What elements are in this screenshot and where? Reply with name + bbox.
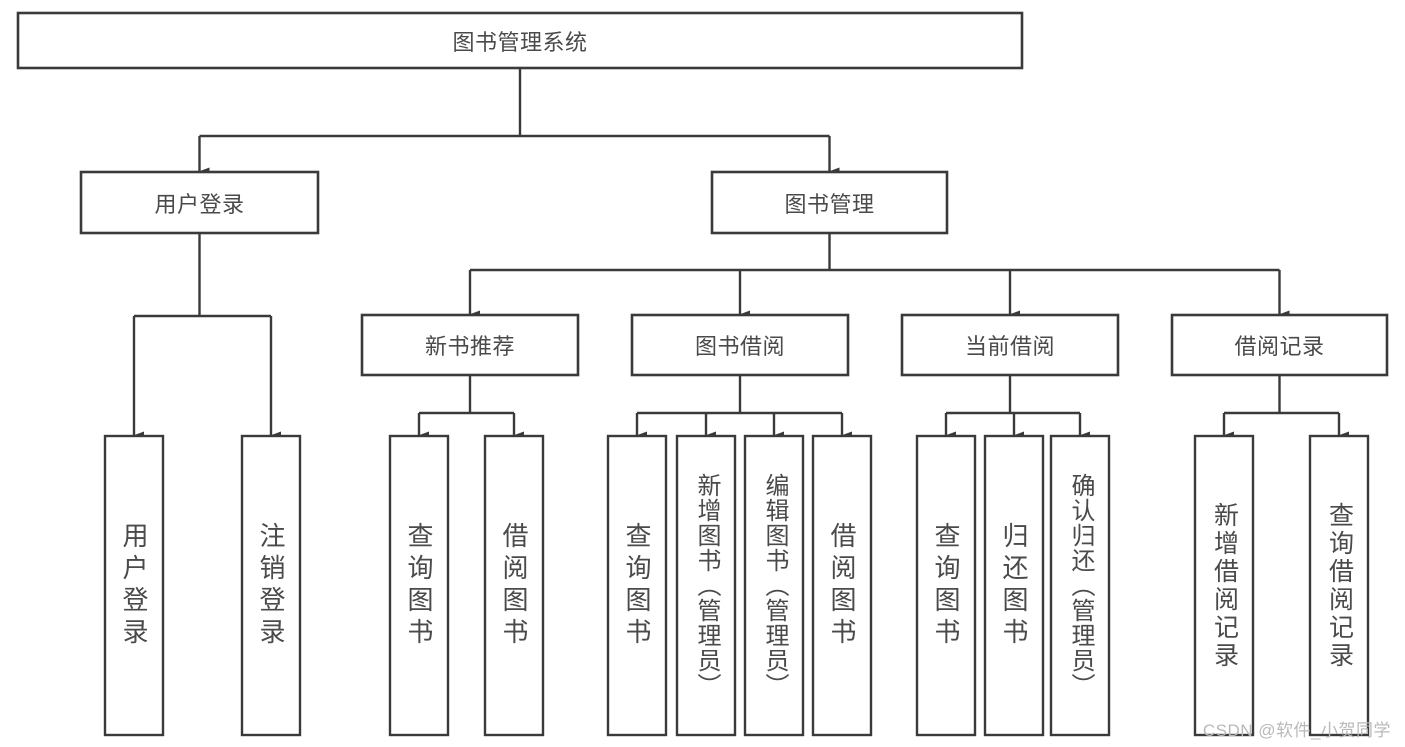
node-box-leaf-user-login (103, 434, 165, 737)
node-layer (16, 11, 1389, 737)
node-box-root (16, 11, 1024, 70)
node-box-leaf-query-book-borrow (606, 434, 668, 737)
node-box-leaf-borrow-book (811, 434, 873, 737)
node-box-leaf-user-logout (240, 434, 302, 737)
node-box-leaf-query-book-current (915, 434, 977, 737)
node-box-leaf-return-book (983, 434, 1045, 737)
node-box-leaf-query-book-rec (388, 434, 450, 737)
node-box-leaf-add-borrow-record (1193, 434, 1255, 737)
node-box-leaf-confirm-return-admin (1049, 434, 1111, 737)
node-box-user-login (79, 170, 320, 235)
node-box-current-borrow (900, 313, 1120, 377)
node-box-leaf-query-borrow-record (1308, 434, 1370, 737)
node-box-new-book-recommend (360, 313, 580, 377)
node-box-borrow-record (1170, 313, 1389, 377)
edge-layer (132, 68, 1350, 440)
node-box-book-management (710, 170, 949, 235)
node-box-leaf-borrow-book-rec (483, 434, 545, 737)
node-box-book-borrow (630, 313, 850, 377)
node-box-leaf-edit-book-admin (743, 434, 805, 737)
node-box-leaf-add-book-admin (675, 434, 737, 737)
